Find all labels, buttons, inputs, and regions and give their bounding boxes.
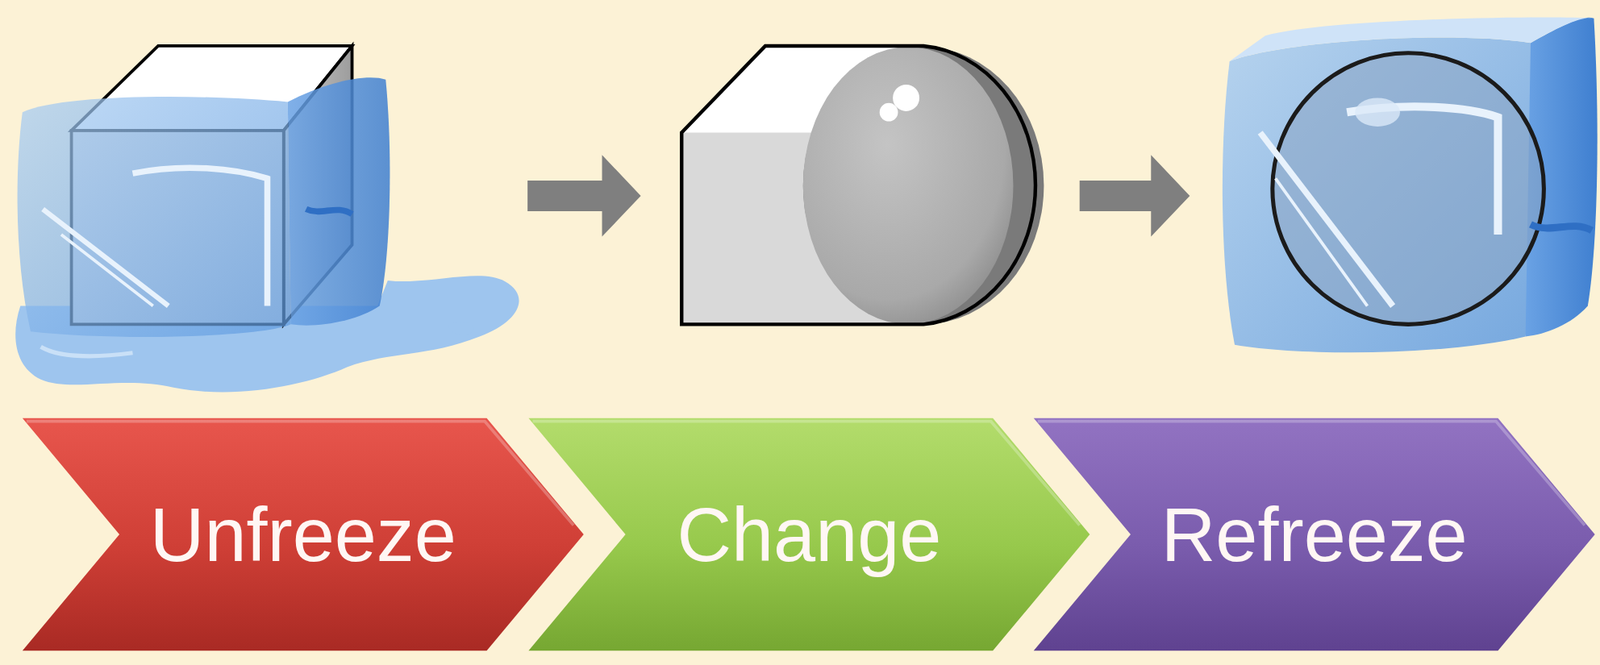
ice-front	[17, 96, 292, 338]
water-highlight	[41, 346, 134, 357]
sphere-highlight	[892, 84, 920, 112]
ice-glint	[1260, 132, 1393, 306]
ice-glint	[132, 167, 267, 306]
ice-shade	[1530, 224, 1592, 231]
process-arrow	[527, 154, 641, 237]
water-drop	[448, 321, 474, 335]
sphere	[803, 46, 1014, 325]
ice-shade	[306, 208, 353, 214]
ice-glint	[61, 234, 154, 307]
chevron-fill	[22, 418, 584, 651]
ice-glint	[1275, 178, 1368, 306]
stage-label: Change	[528, 418, 1090, 651]
frozen-sphere	[1222, 16, 1598, 353]
stage-label: Refreeze	[1033, 418, 1596, 651]
stage-chevron: Change	[528, 418, 1090, 651]
stage-chevron: Refreeze	[1033, 418, 1596, 651]
sphere-highlight	[879, 103, 899, 122]
chevron-fill	[1033, 418, 1596, 651]
ice-side	[287, 77, 391, 326]
stage-label: Unfreeze	[22, 418, 584, 651]
cube-to-sphere	[681, 45, 1044, 325]
morph-body	[681, 45, 1036, 325]
chevron-fill	[528, 418, 1090, 651]
ice-glint	[1346, 106, 1498, 235]
ice-glint	[42, 208, 169, 306]
sphere-outline	[1272, 53, 1545, 325]
stage-chevron: Unfreeze	[22, 418, 584, 651]
sphere-highlight	[1354, 97, 1400, 126]
melting-ice-cube	[15, 45, 519, 393]
process-arrow	[1079, 154, 1191, 237]
sphere-shadow	[803, 46, 1045, 325]
morph-outline	[681, 45, 1036, 325]
